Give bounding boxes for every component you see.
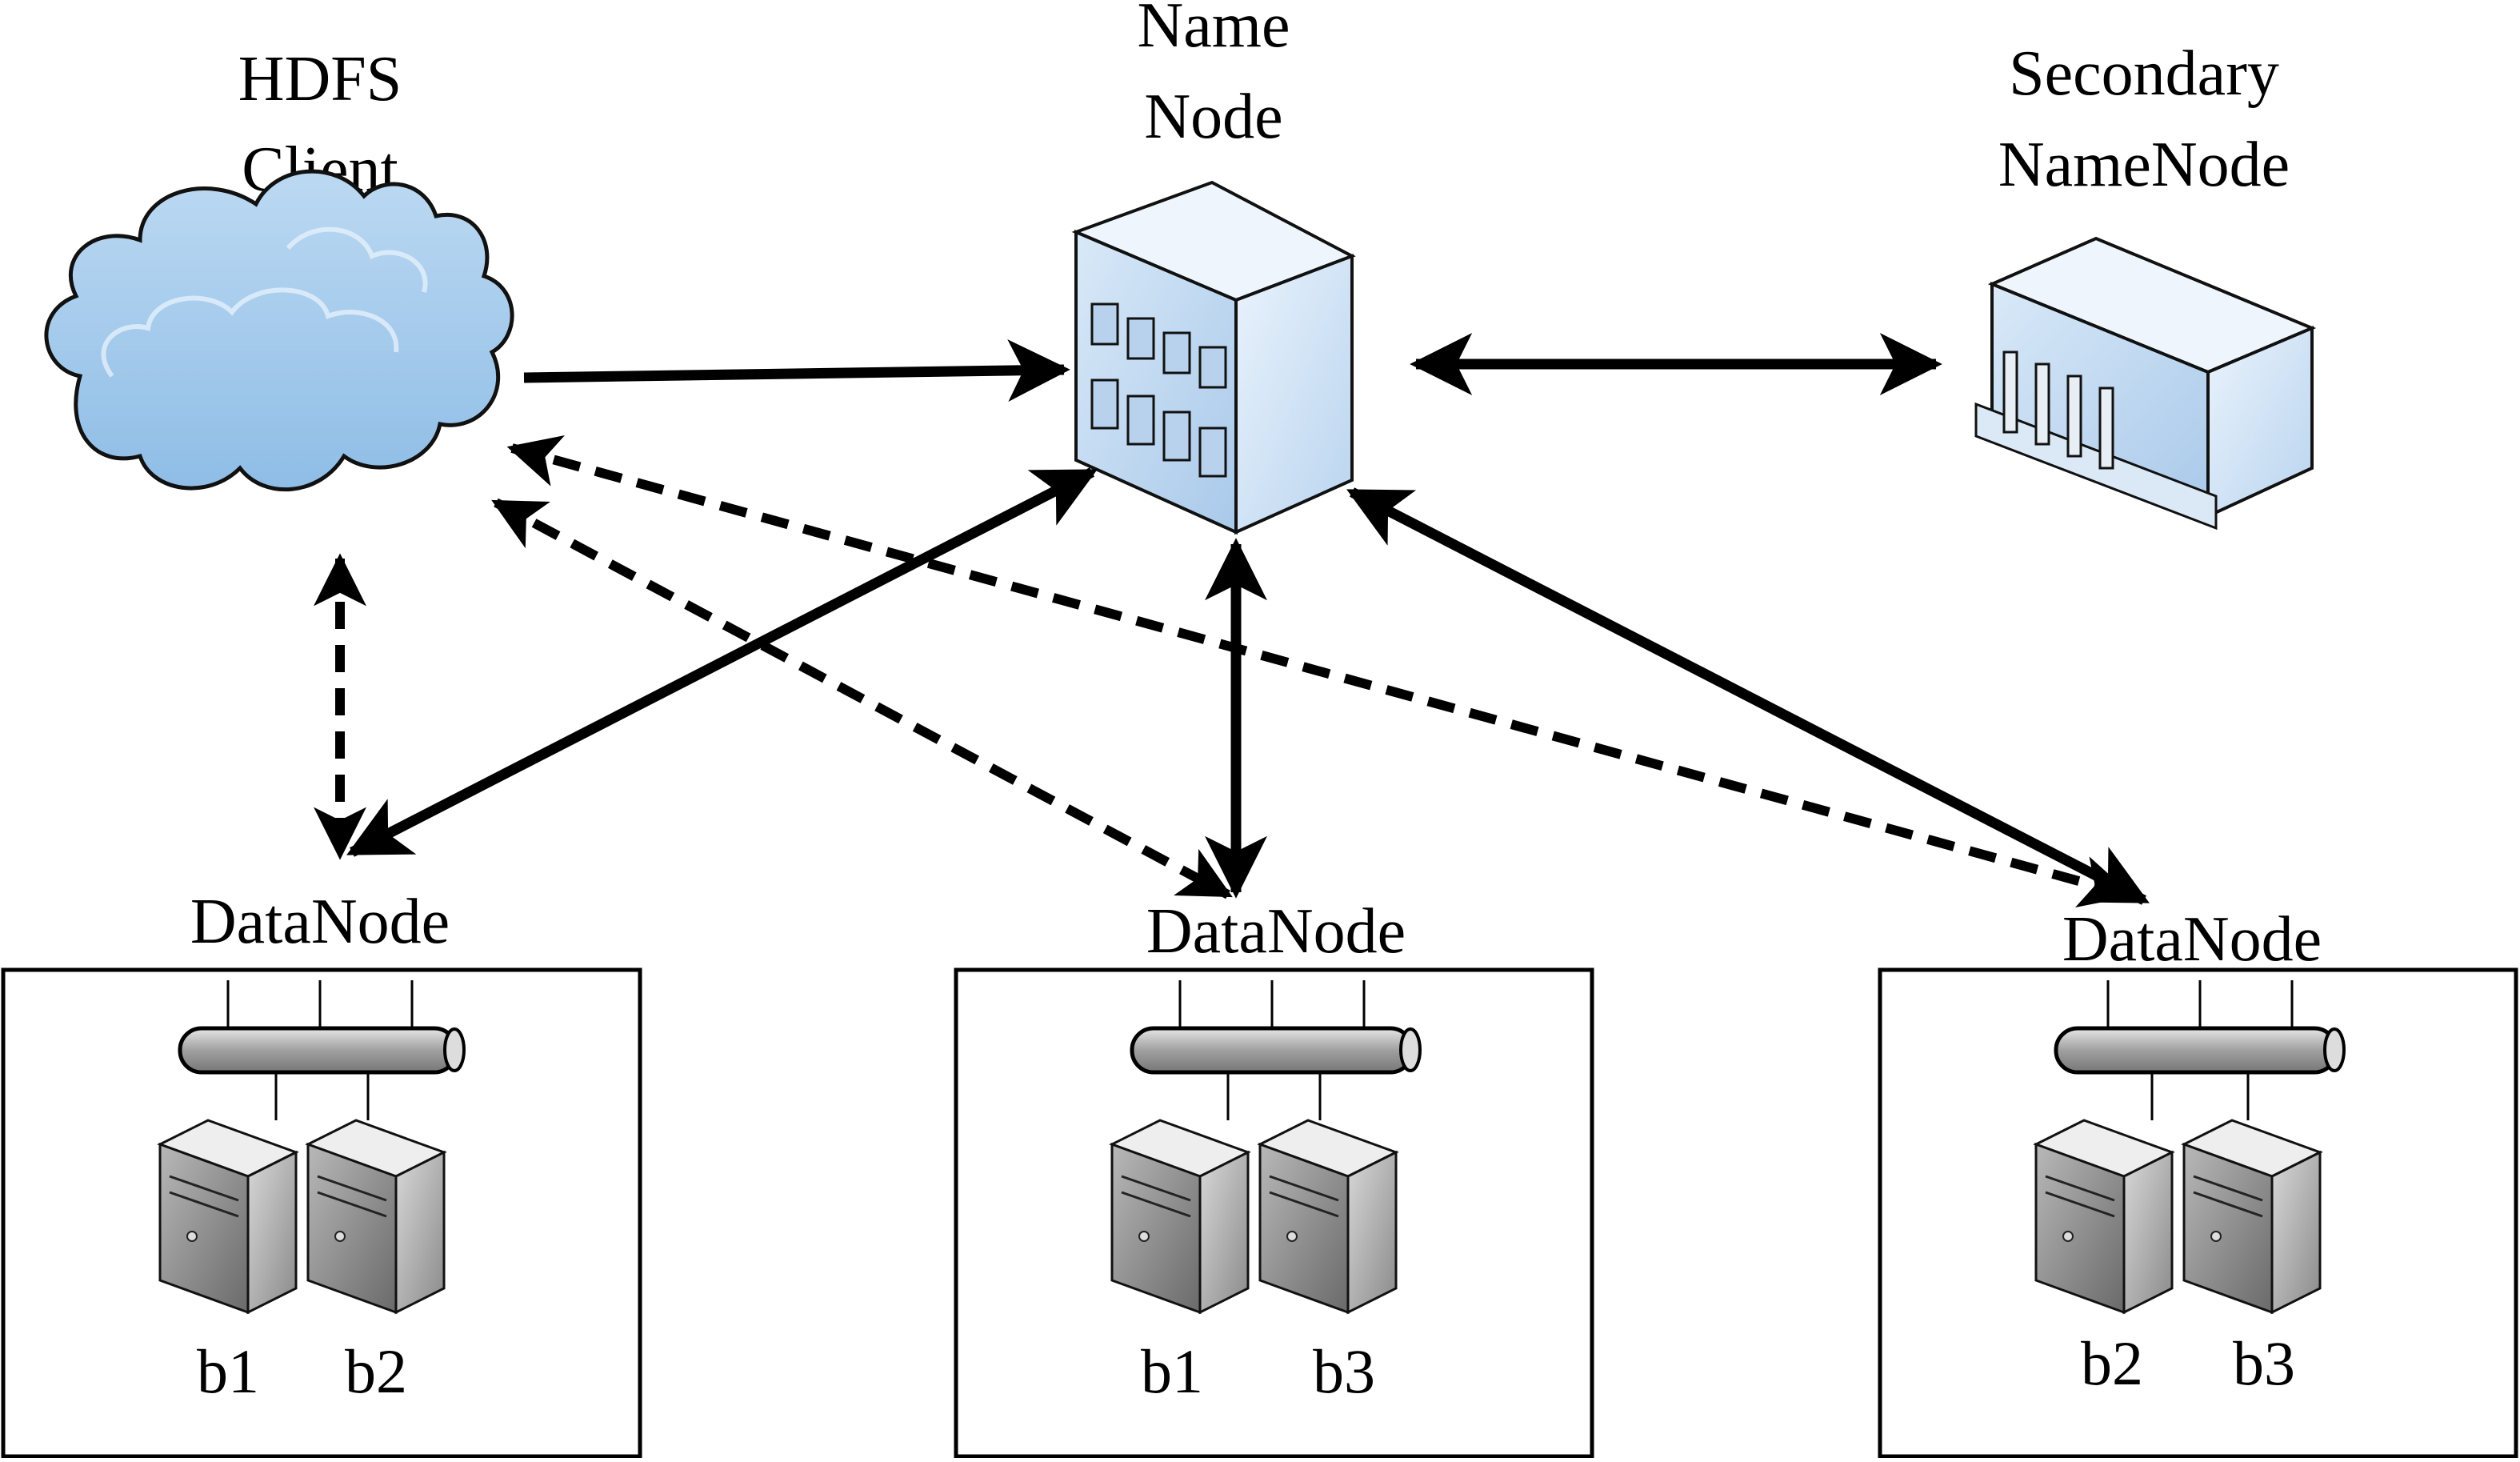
datanode-2-box — [954, 967, 1594, 1459]
hdfs-client-node: HDFS Client — [44, 44, 514, 492]
datanode-2: DataNode b1 b3 — [954, 896, 1594, 1459]
datanode-1-label: DataNode — [190, 887, 450, 957]
network-bus-icon — [178, 980, 466, 1120]
cloud-icon — [44, 169, 514, 492]
server-tower-icon — [305, 1119, 447, 1315]
network-bus-icon — [1130, 980, 1422, 1120]
dashed-arrow-client-datanode2 — [491, 498, 1233, 899]
datanode-3-block-2: b3 — [2233, 1328, 2295, 1398]
datanode-2-block-2: b3 — [1313, 1336, 1375, 1406]
datanode-3: DataNode b2 b3 — [1878, 904, 2518, 1459]
network-bus-icon — [2054, 980, 2346, 1120]
bank-building-icon — [1974, 236, 2317, 531]
dashed-arrows — [314, 435, 2134, 907]
office-building-icon — [1071, 180, 1356, 535]
namenode-label-line2: Node — [1144, 82, 1282, 152]
arrow-namenode-datanode3 — [1346, 487, 2150, 905]
server-tower-icon — [2181, 1119, 2323, 1315]
datanode-3-box — [1878, 967, 2518, 1459]
server-tower-icon — [1109, 1119, 1251, 1315]
client-label-line1: HDFS — [238, 44, 402, 114]
datanode-1-block-2: b2 — [345, 1336, 407, 1406]
server-tower-icon — [1257, 1119, 1399, 1315]
secondary-namenode-node: Secondary NameNode — [1974, 38, 2317, 531]
arrow-client-to-namenode — [523, 339, 1070, 403]
arrow-namenode-datanode1 — [346, 467, 1098, 857]
dashed-arrow-client-datanode3 — [506, 435, 2134, 907]
datanode-3-label: DataNode — [2062, 904, 2322, 975]
secondary-label-line1: Secondary — [2009, 38, 2279, 109]
datanode-1: DataNode b1 b2 — [1, 887, 642, 1459]
namenode-node: Name Node — [1071, 0, 1356, 535]
server-tower-icon — [2033, 1119, 2175, 1315]
datanode-2-block-1: b1 — [1141, 1336, 1203, 1406]
datanode-1-block-1: b1 — [197, 1336, 259, 1406]
server-tower-icon — [157, 1119, 299, 1315]
datanode-1-box — [1, 967, 642, 1459]
datanode-3-block-1: b2 — [2081, 1328, 2143, 1398]
secondary-label-line2: NameNode — [1998, 130, 2290, 200]
namenode-label-line1: Name — [1137, 0, 1290, 61]
datanode-2-label: DataNode — [1146, 896, 1406, 967]
